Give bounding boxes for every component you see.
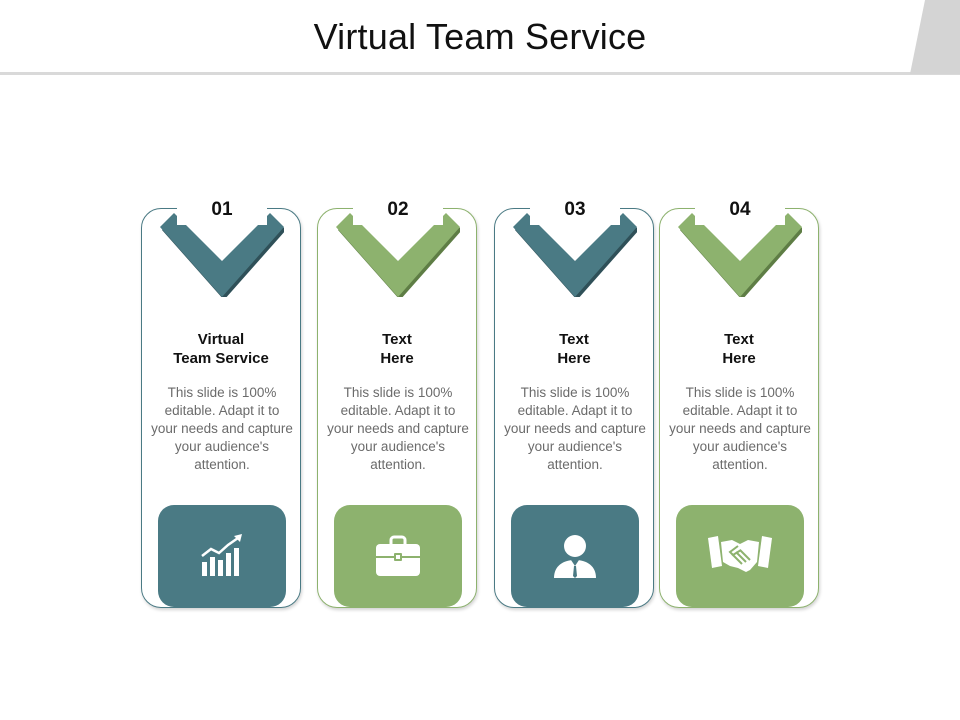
bar-chart-growth-icon (201, 534, 242, 576)
title-divider (0, 72, 960, 75)
icon-tile (676, 505, 804, 607)
card-heading: Text Here (380, 331, 414, 367)
card-heading: Text Here (722, 331, 756, 367)
card-02: 02 Text Here This slide is 100% editable… (317, 195, 477, 608)
card-01: 01 Virtual Team Service This slide is 10… (141, 195, 301, 608)
card-description: This slide is 100% editable. Adapt it to… (669, 385, 811, 472)
card-description: This slide is 100% editable. Adapt it to… (151, 385, 293, 472)
chevron-down-icon (513, 213, 637, 297)
card-number: 02 (353, 195, 443, 225)
card-03: 03 Text Here This slide is 100% editable… (494, 195, 654, 608)
card-number: 04 (695, 195, 785, 225)
person-icon (554, 535, 596, 578)
icon-tile (511, 505, 639, 607)
card-heading: Virtual Team Service (173, 331, 269, 367)
chevron-down-icon (336, 213, 460, 297)
corner-decoration (910, 0, 960, 74)
chevron-down-icon (678, 213, 802, 297)
chevron-down-icon (160, 213, 284, 297)
card-description: This slide is 100% editable. Adapt it to… (327, 385, 469, 472)
slide-title: Virtual Team Service (313, 16, 647, 57)
briefcase-icon (376, 535, 420, 576)
icon-tile (158, 505, 286, 607)
card-number: 03 (530, 195, 620, 225)
card-description: This slide is 100% editable. Adapt it to… (504, 385, 646, 472)
card-04: 04 Text Here This slide is 100% editable… (659, 195, 819, 608)
icon-tile (334, 505, 462, 607)
card-number: 01 (177, 195, 267, 225)
card-heading: Text Here (557, 331, 591, 367)
handshake-icon (708, 536, 772, 572)
